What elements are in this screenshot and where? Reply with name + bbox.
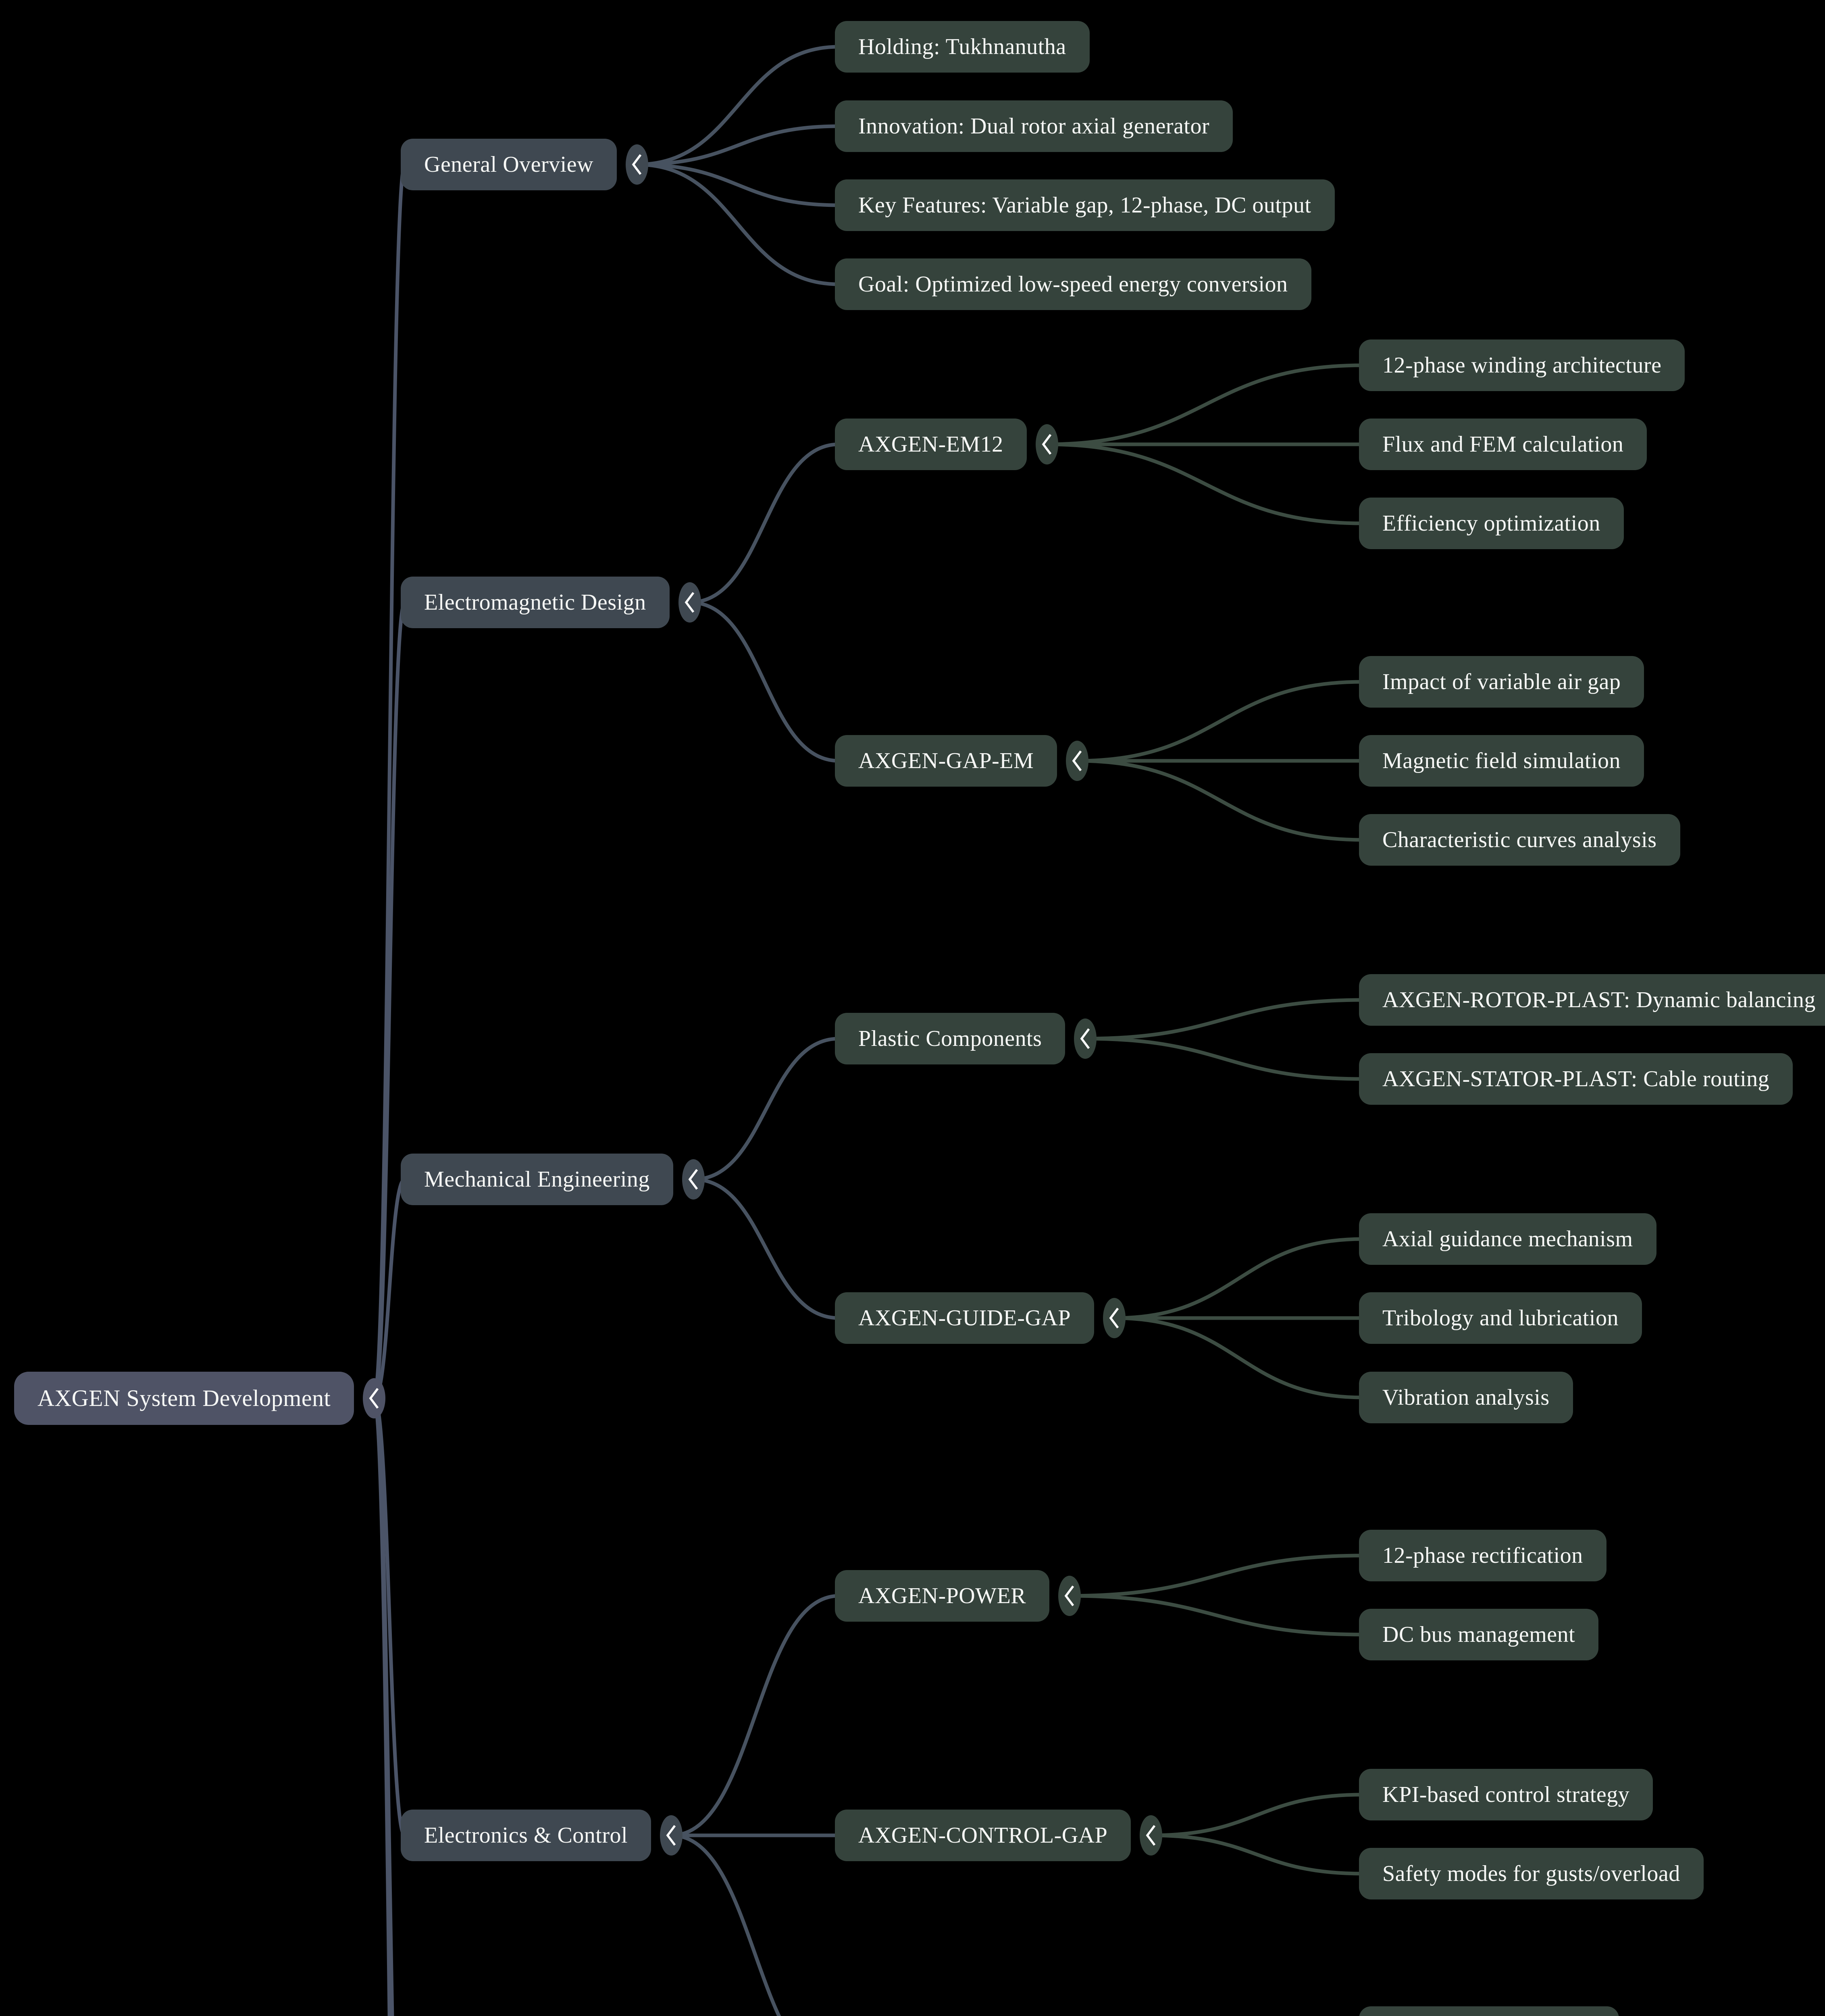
edge-axgen-power-to-12-phase-rectification: [1068, 1554, 1365, 1598]
node-plastic-components: Plastic Components: [835, 1013, 1065, 1064]
collapse-toggle-electronics-control[interactable]: [660, 1815, 683, 1856]
node-kpi-based-control-strategy: KPI-based control strategy: [1359, 1769, 1653, 1820]
node-axgen-guide-gap: AXGEN-GUIDE-GAP: [835, 1292, 1094, 1344]
node-tribology-and-lubrication: Tribology and lubrication: [1359, 1292, 1642, 1344]
collapse-toggle-axgen-control-gap[interactable]: [1140, 1815, 1162, 1856]
chevron-left-icon: [1080, 1028, 1090, 1049]
node-efficiency-optimization: Efficiency optimization: [1359, 498, 1624, 549]
edge-axgen-gap-em-to-characteristic-curves-analysis: [1075, 759, 1365, 842]
node-12-phase-winding-architecture: 12-phase winding architecture: [1359, 339, 1685, 391]
node-magnetic-field-simulation: Magnetic field simulation: [1359, 735, 1644, 787]
node-innovation-dual-rotor-axial-generator: Innovation: Dual rotor axial generator: [835, 100, 1233, 152]
node-axial-guidance-mechanism: Axial guidance mechanism: [1359, 1213, 1656, 1265]
collapse-toggle-axgen-power[interactable]: [1058, 1576, 1081, 1616]
node-impact-of-variable-air-gap: Impact of variable air gap: [1359, 656, 1644, 708]
chevron-left-icon: [632, 154, 642, 175]
node-key-features-variable-gap-12-phase-dc-output: Key Features: Variable gap, 12-phase, DC…: [835, 179, 1335, 231]
chevron-left-icon: [685, 592, 695, 613]
edge-axgen-control-gap-to-safety-modes-for-gusts-overload: [1149, 1833, 1365, 1876]
node-axgen-control-gap: AXGEN-CONTROL-GAP: [835, 1810, 1131, 1861]
node-axgen-gap-em: AXGEN-GAP-EM: [835, 735, 1057, 787]
edge-axgen-em12-to-12-phase-winding-architecture: [1045, 363, 1365, 446]
node-electromagnetic-design: Electromagnetic Design: [401, 577, 670, 628]
edge-axgen-system-development-to-industrialization: [372, 1396, 391, 2016]
collapse-toggle-axgen-guide-gap[interactable]: [1103, 1298, 1126, 1338]
edge-axgen-em12-to-efficiency-optimization: [1045, 442, 1365, 525]
node-axgen-power: AXGEN-POWER: [835, 1570, 1050, 1622]
chevron-left-icon: [688, 1169, 698, 1190]
chevron-left-icon: [1146, 1825, 1156, 1846]
node-characteristic-curves-analysis: Characteristic curves analysis: [1359, 814, 1680, 866]
edge-electromagnetic-design-to-axgen-gap-em: [688, 600, 841, 763]
edge-plastic-components-to-axgen-rotor-plast-dynamic-balancing: [1083, 998, 1365, 1041]
node-sensor-instrumentation: Sensor instrumentation: [1359, 2006, 1619, 2016]
collapse-toggle-axgen-em12[interactable]: [1036, 424, 1058, 464]
chevron-left-icon: [369, 1388, 379, 1409]
chevron-left-icon: [1072, 750, 1082, 771]
collapse-toggle-mechanical-engineering[interactable]: [682, 1159, 705, 1200]
collapse-toggle-axgen-gap-em[interactable]: [1066, 741, 1088, 781]
edge-mechanical-engineering-to-axgen-guide-gap: [691, 1177, 841, 1320]
collapse-toggle-plastic-components[interactable]: [1074, 1018, 1097, 1059]
node-axgen-stator-plast-cable-routing: AXGEN-STATOR-PLAST: Cable routing: [1359, 1053, 1793, 1105]
edge-general-overview-to-holding-tukhnanutha: [635, 45, 841, 167]
edge-axgen-control-gap-to-kpi-based-control-strategy: [1149, 1793, 1365, 1837]
node-vibration-analysis: Vibration analysis: [1359, 1372, 1573, 1423]
edge-electromagnetic-design-to-axgen-em12: [688, 442, 841, 604]
edge-electronics-control-to-axgen-kpi-sens: [669, 1833, 781, 2016]
node-axgen-system-development: AXGEN System Development: [14, 1372, 354, 1425]
chevron-left-icon: [1064, 1585, 1074, 1606]
chevron-left-icon: [1042, 434, 1052, 455]
edge-plastic-components-to-axgen-stator-plast-cable-routing: [1083, 1037, 1365, 1081]
edge-axgen-gap-em-to-impact-of-variable-air-gap: [1075, 680, 1365, 763]
node-12-phase-rectification: 12-phase rectification: [1359, 1530, 1606, 1581]
node-safety-modes-for-gusts-overload: Safety modes for gusts/overload: [1359, 1848, 1704, 1899]
node-holding-tukhnanutha: Holding: Tukhnanutha: [835, 21, 1090, 73]
node-flux-and-fem-calculation: Flux and FEM calculation: [1359, 419, 1647, 470]
node-dc-bus-management: DC bus management: [1359, 1609, 1599, 1660]
node-general-overview: General Overview: [401, 139, 617, 190]
chevron-left-icon: [1109, 1308, 1119, 1329]
edge-electronics-control-to-axgen-power: [669, 1594, 841, 1837]
collapse-toggle-general-overview[interactable]: [626, 144, 648, 185]
edge-axgen-guide-gap-to-vibration-analysis: [1112, 1316, 1365, 1400]
collapse-toggle-axgen-system-development[interactable]: [363, 1378, 385, 1418]
node-goal-optimized-low-speed-energy-conversion: Goal: Optimized low-speed energy convers…: [835, 258, 1311, 310]
node-axgen-em12: AXGEN-EM12: [835, 419, 1027, 470]
edge-general-overview-to-key-features-variable-gap-12-phase-dc-output: [635, 162, 841, 207]
node-mechanical-engineering: Mechanical Engineering: [401, 1154, 673, 1205]
edge-axgen-power-to-dc-bus-management: [1068, 1594, 1365, 1637]
edge-general-overview-to-innovation-dual-rotor-axial-generator: [635, 124, 841, 167]
collapse-toggle-electromagnetic-design[interactable]: [678, 582, 701, 623]
edge-mechanical-engineering-to-plastic-components: [691, 1037, 841, 1181]
node-electronics-control: Electronics & Control: [401, 1810, 651, 1861]
edge-general-overview-to-goal-optimized-low-speed-energy-conversion: [635, 162, 841, 286]
edge-axgen-guide-gap-to-axial-guidance-mechanism: [1112, 1237, 1365, 1320]
edge-axgen-system-development-to-electromagnetic-design: [372, 600, 407, 1400]
node-axgen-rotor-plast-dynamic-balancing: AXGEN-ROTOR-PLAST: Dynamic balancing: [1359, 974, 1825, 1026]
chevron-left-icon: [666, 1825, 676, 1846]
